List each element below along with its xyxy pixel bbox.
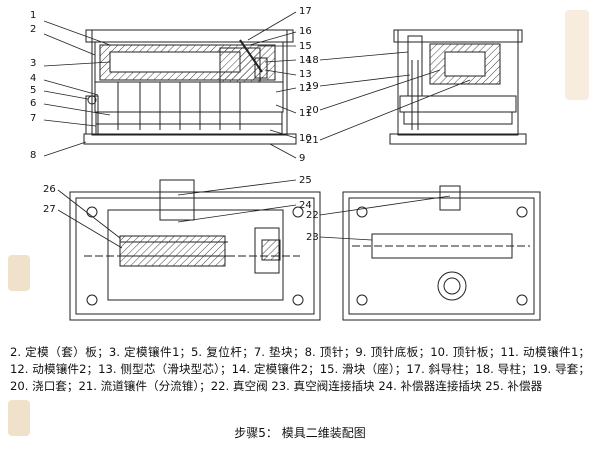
callout-4: 4: [30, 73, 36, 84]
callout-6: 6: [30, 98, 36, 109]
callout-1: 1: [30, 10, 36, 21]
parts-legend: 2. 定模（套）板；3. 定模镶件1；5. 复位杆；7. 垫块；8. 顶针；9.…: [10, 345, 590, 393]
callout-15: 15: [299, 41, 312, 52]
leader-lines: [43, 11, 471, 249]
callout-9: 9: [299, 153, 305, 164]
fixed-half-plan-view: [342, 185, 541, 321]
callout-23: 23: [306, 232, 319, 243]
seal-stamp-icon: [565, 10, 589, 100]
callout-5: 5: [30, 85, 36, 96]
callout-7: 7: [30, 113, 36, 124]
moving-half-plan-view: [69, 179, 321, 321]
callout-13: 13: [299, 69, 312, 80]
mold-assembly-drawing: 1 2 3 4 5 6 7 8 9 10 11 12 13 14 15 16 1…: [30, 6, 541, 321]
figure-caption: 步骤5： 模具二维装配图: [0, 424, 600, 441]
callout-26: 26: [43, 184, 56, 195]
callout-11: 11: [299, 108, 312, 119]
front-section-view: [83, 29, 297, 145]
callout-21: 21: [306, 135, 319, 146]
side-section-view: [389, 29, 527, 145]
seal-stamp-icon: [8, 400, 30, 436]
step-title: 模具二维装配图: [281, 426, 366, 440]
callout-16: 16: [299, 26, 312, 37]
callout-24: 24: [299, 200, 312, 211]
callout-14: 14: [299, 55, 312, 66]
callout-27: 27: [43, 204, 56, 215]
callout-12: 12: [299, 83, 312, 94]
callout-17: 17: [299, 6, 312, 17]
step-label: 步骤5：: [234, 426, 278, 440]
seal-stamp-icon: [8, 255, 30, 291]
callout-22: 22: [306, 210, 319, 221]
callout-3: 3: [30, 58, 36, 69]
callout-10: 10: [299, 133, 312, 144]
callout-25: 25: [299, 175, 312, 186]
callout-20: 20: [306, 105, 319, 116]
callout-8: 8: [30, 150, 36, 161]
callout-numbers: 1 2 3 4 5 6 7 8 9 10 11 12 13 14 15 16 1…: [30, 6, 319, 243]
callout-19: 19: [306, 81, 319, 92]
callout-18: 18: [306, 55, 319, 66]
callout-2: 2: [30, 24, 36, 35]
